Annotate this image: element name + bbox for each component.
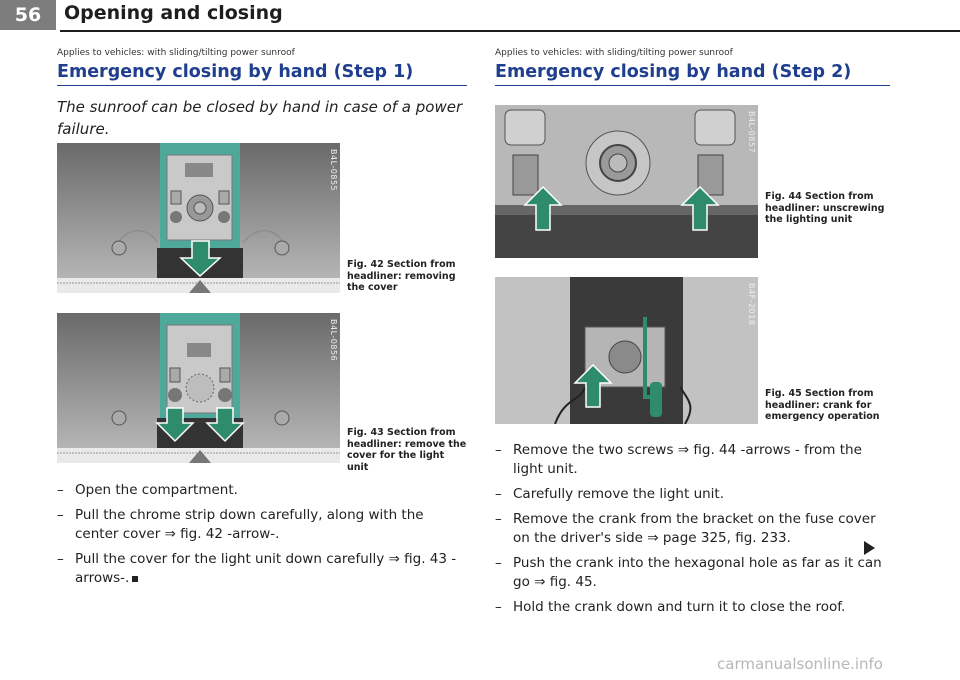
figure-42-image: B4L-0855 xyxy=(57,143,340,293)
intro-text: The sunroof can be closed by hand in cas… xyxy=(57,98,463,138)
left-column: Applies to vehicles: with sliding/tiltin… xyxy=(57,48,467,140)
figure-45-image: B4F-2018 xyxy=(495,277,758,424)
step1-heading: Emergency closing by hand (Step 1) xyxy=(57,62,467,86)
step2-list: Remove the two screws ⇒ fig. 44 -arrows … xyxy=(495,441,890,623)
applies-note: Applies to vehicles: with sliding/tiltin… xyxy=(495,48,733,58)
watermark: carmanualsonline.info xyxy=(717,655,883,673)
list-item: Push the crank into the hexagonal hole a… xyxy=(495,554,890,592)
continue-arrow-icon xyxy=(864,541,875,555)
figure-43-code: B4L-0856 xyxy=(329,319,338,362)
figure-43-caption: Fig. 43 Section from headliner: remove t… xyxy=(347,427,467,473)
list-item: Pull the chrome strip down carefully, al… xyxy=(57,506,467,544)
header-rule xyxy=(60,30,960,32)
page-number: 56 xyxy=(0,0,56,30)
step2-heading: Emergency closing by hand (Step 2) xyxy=(495,62,890,86)
list-item: Remove the two screws ⇒ fig. 44 -arrows … xyxy=(495,441,890,479)
step1-list: Open the compartment. Pull the chrome st… xyxy=(57,481,467,594)
figure-45-caption: Fig. 45 Section from headliner: crank fo… xyxy=(765,388,880,422)
figure-44-image: B4L-0857 xyxy=(495,105,758,258)
list-item: Hold the crank down and turn it to close… xyxy=(495,598,890,617)
list-item: Pull the cover for the light unit down c… xyxy=(57,550,467,588)
list-item: Carefully remove the light unit. xyxy=(495,485,890,504)
section-title: Opening and closing xyxy=(64,2,283,24)
figure-44-caption: Fig. 44 Section from headliner: unscrewi… xyxy=(765,191,885,225)
list-item: Open the compartment. xyxy=(57,481,467,500)
applies-note: Applies to vehicles: with sliding/tiltin… xyxy=(57,48,295,58)
figure-45-code: B4F-2018 xyxy=(747,283,756,326)
list-item: Remove the crank from the bracket on the… xyxy=(495,510,890,548)
figure-42-code: B4L-0855 xyxy=(329,149,338,192)
end-marker-icon xyxy=(132,576,139,582)
figure-44-code: B4L-0857 xyxy=(747,111,756,154)
figure-43-image: B4L-0856 xyxy=(57,313,340,463)
right-column: Applies to vehicles: with sliding/tiltin… xyxy=(495,48,890,86)
figure-42-caption: Fig. 42 Section from headliner: removing… xyxy=(347,259,456,293)
